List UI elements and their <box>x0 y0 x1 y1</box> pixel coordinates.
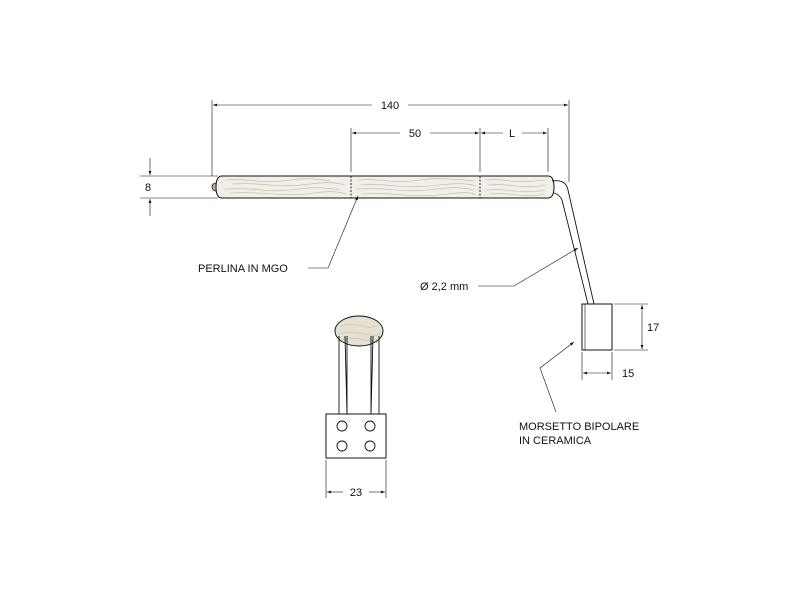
end-view <box>325 315 387 459</box>
dim-end-view-width: 23 <box>325 460 387 499</box>
dim-140-label: 140 <box>381 100 399 112</box>
dim-15-label: 15 <box>622 368 634 380</box>
dim-L-label: L <box>509 128 515 140</box>
heater-sheath <box>211 175 555 199</box>
label-bead: PERLINA IN MGO <box>198 195 359 275</box>
dim-23-label: 23 <box>350 487 362 499</box>
dim-segments: 50 L <box>350 128 549 172</box>
bead-label: PERLINA IN MGO <box>198 263 288 275</box>
dim-terminal-width: 15 <box>581 352 634 380</box>
dim-terminal-height: 17 <box>614 303 659 351</box>
dim-17-label: 17 <box>647 322 659 334</box>
terminal-label-line1: MORSETTO BIPOLARE <box>519 421 639 433</box>
dim-8-label: 8 <box>145 182 151 194</box>
label-wire: Ø 2,2 mm <box>420 247 579 293</box>
terminal-block-side <box>581 303 613 351</box>
dim-overall-length: 140 <box>211 100 570 182</box>
wire-label: Ø 2,2 mm <box>420 281 468 293</box>
dim-50-label: 50 <box>409 128 421 140</box>
dim-diameter: 8 <box>140 158 218 216</box>
label-terminal: MORSETTO BIPOLARE IN CERAMICA <box>519 341 639 447</box>
terminal-label-line2: IN CERAMICA <box>519 435 592 447</box>
lead-wire <box>551 180 595 305</box>
